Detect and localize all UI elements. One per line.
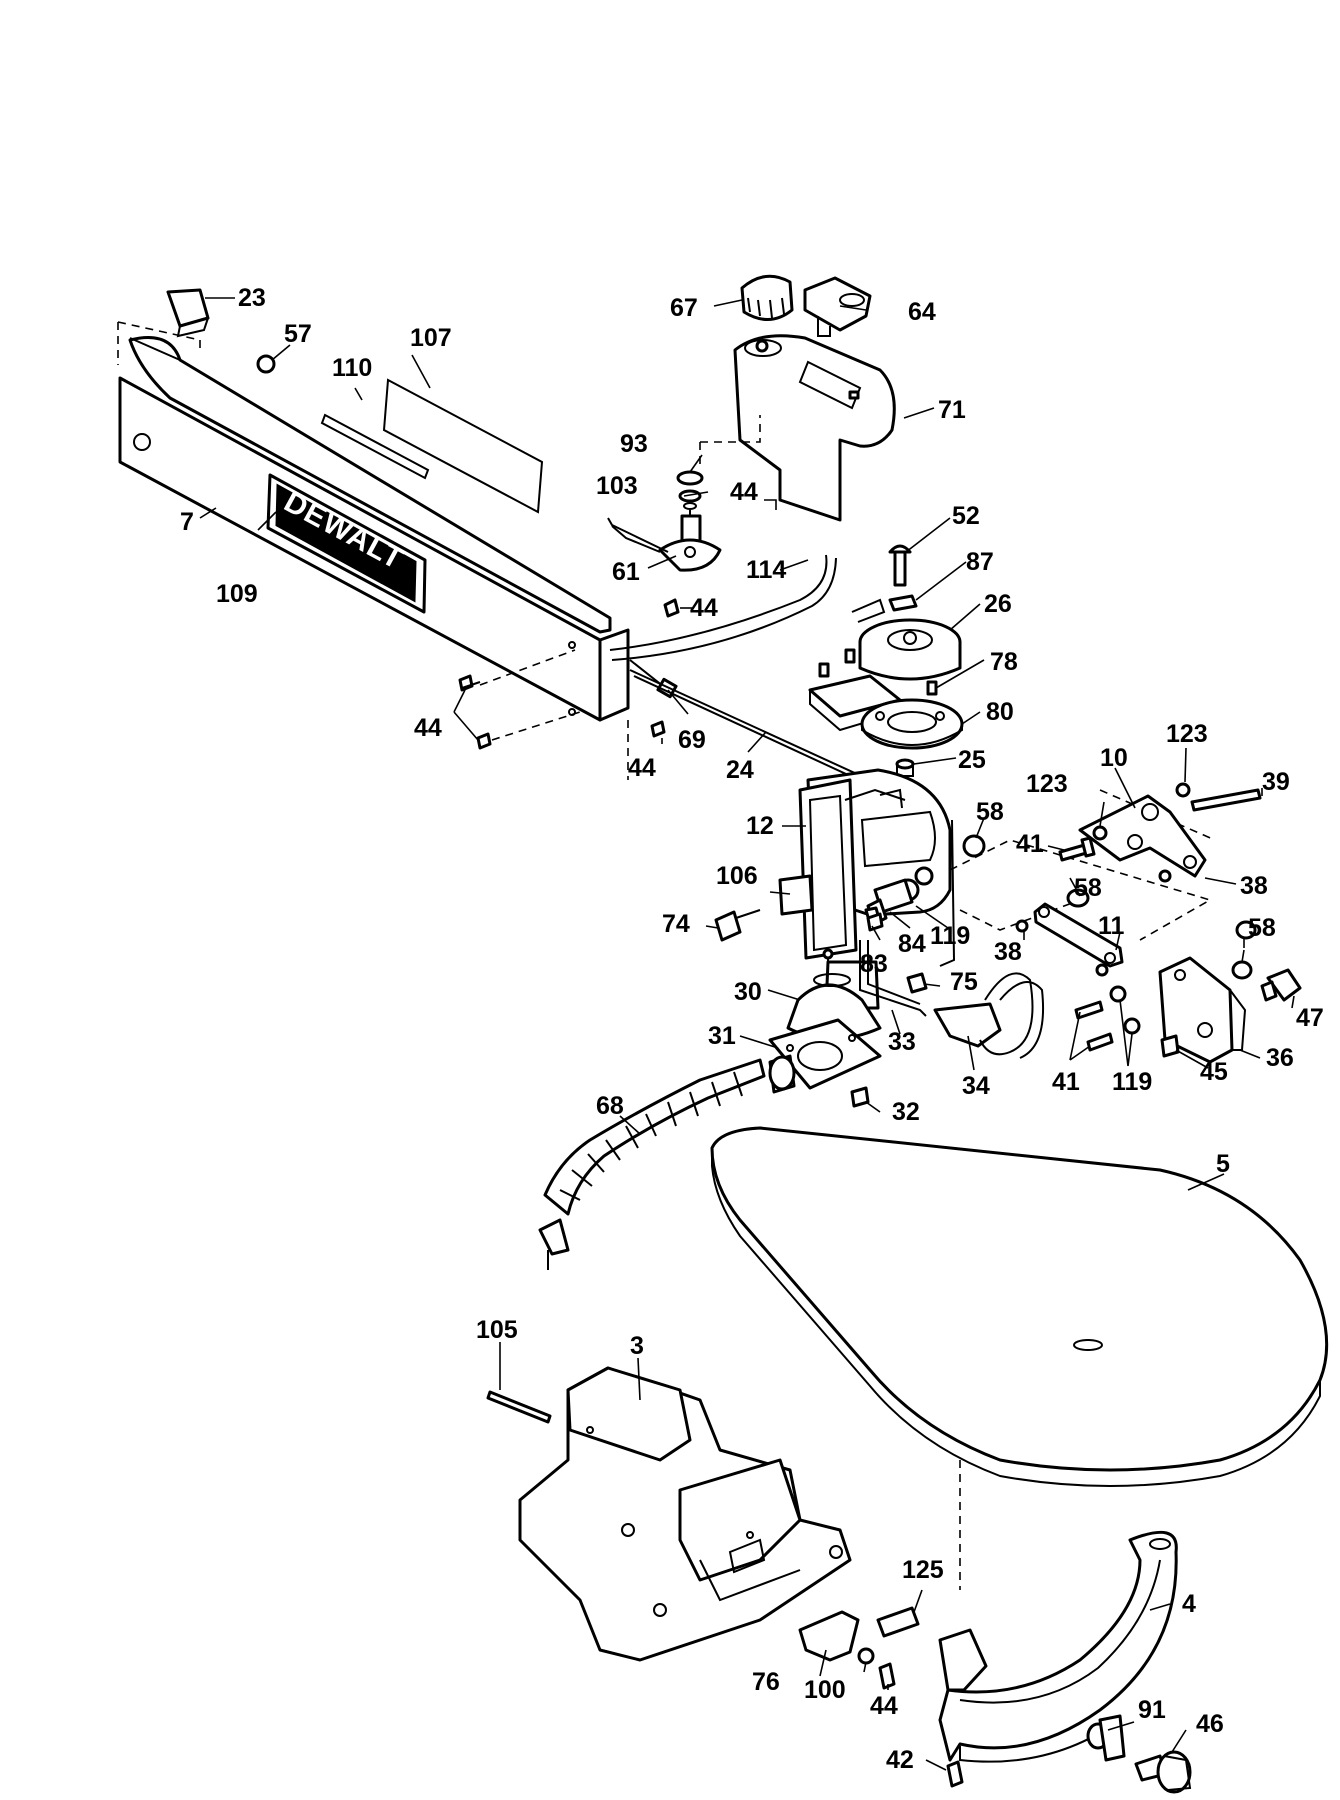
label-38-right: 38	[1240, 872, 1268, 900]
leader-lines	[199, 297, 1295, 1771]
wiring	[609, 554, 901, 809]
label-58-middle: 58	[1074, 874, 1102, 902]
label-83: 83	[860, 950, 888, 978]
label-4: 4	[1182, 1590, 1196, 1618]
label-123-top: 123	[1166, 720, 1208, 748]
label-110: 110	[332, 354, 372, 382]
label-44-arm-top: 44	[690, 594, 718, 622]
label-105: 105	[476, 1316, 518, 1344]
label-44-housing: 44	[730, 478, 758, 506]
label-39: 39	[1262, 768, 1290, 796]
link-11	[1015, 902, 1124, 977]
link-assembly-10	[1078, 782, 1262, 883]
label-125: 125	[902, 1556, 944, 1584]
label-26: 26	[984, 590, 1012, 618]
part-labels: 23 57 110 107 7 109 44 44 44 69 24 67 64…	[180, 284, 1324, 1774]
label-44-base: 44	[870, 1692, 898, 1720]
part-34-shape	[933, 972, 1045, 1059]
label-5: 5	[1216, 1150, 1230, 1178]
label-24: 24	[726, 756, 754, 784]
label-84: 84	[898, 930, 926, 958]
label-71: 71	[938, 396, 966, 424]
label-80: 80	[986, 698, 1014, 726]
part-125-shape	[876, 1606, 920, 1638]
label-61: 61	[612, 558, 640, 586]
label-75: 75	[950, 968, 978, 996]
mounting-plate-group	[808, 674, 964, 777]
arm-assembly: DEWALT	[117, 288, 680, 780]
label-41-bottom: 41	[1052, 1068, 1080, 1096]
part-105-shape	[486, 1390, 552, 1424]
label-114: 114	[746, 556, 786, 584]
label-106: 106	[716, 862, 758, 890]
cover-31	[768, 1018, 882, 1094]
tilt-arc-4	[938, 1530, 1178, 1763]
part-67-shape	[740, 274, 794, 321]
label-57: 57	[284, 320, 312, 348]
label-38-left: 38	[994, 938, 1022, 966]
label-123-left: 123	[1026, 770, 1068, 798]
label-74: 74	[662, 910, 690, 938]
label-33: 33	[888, 1028, 916, 1056]
label-34: 34	[962, 1072, 990, 1100]
label-76: 76	[752, 1668, 780, 1696]
table-5	[710, 1126, 1329, 1590]
upper-housing	[699, 274, 896, 522]
label-100: 100	[804, 1676, 846, 1704]
label-10: 10	[1100, 744, 1128, 772]
label-41-top: 41	[1016, 830, 1044, 858]
label-45: 45	[1200, 1058, 1228, 1086]
blade-clamp-group	[818, 544, 962, 696]
main-housing-12	[798, 768, 1216, 967]
flex-hose-68	[538, 1058, 766, 1270]
label-25: 25	[958, 746, 986, 774]
part-106-shape	[778, 874, 814, 916]
label-93: 93	[620, 430, 648, 458]
label-32: 32	[892, 1098, 920, 1126]
label-68: 68	[596, 1092, 624, 1120]
label-7: 7	[180, 508, 194, 536]
label-23: 23	[238, 284, 266, 312]
base-3	[518, 1366, 852, 1662]
label-31: 31	[708, 1022, 736, 1050]
part-64-shape	[803, 276, 872, 332]
label-44-arm-bottom: 44	[628, 754, 656, 782]
label-64: 64	[908, 298, 936, 326]
label-44-arm-left: 44	[414, 714, 442, 742]
part-23-shape	[166, 288, 210, 328]
label-11: 11	[1098, 912, 1125, 940]
label-58-housing: 58	[976, 798, 1004, 826]
label-46: 46	[1196, 1710, 1224, 1738]
label-58-right: 58	[1248, 914, 1276, 942]
label-103: 103	[596, 472, 638, 500]
label-52: 52	[952, 502, 980, 530]
label-119-top: 119	[930, 922, 970, 950]
dust-boot-30	[786, 948, 882, 1041]
label-30: 30	[734, 978, 762, 1006]
label-42: 42	[886, 1746, 914, 1774]
label-107: 107	[410, 324, 452, 352]
switch-assembly-61	[607, 470, 722, 572]
label-36: 36	[1266, 1044, 1294, 1072]
label-109: 109	[216, 580, 258, 608]
label-78: 78	[990, 648, 1018, 676]
label-67: 67	[670, 294, 698, 322]
label-3: 3	[630, 1332, 644, 1360]
part-76-shape	[798, 1610, 860, 1662]
label-47: 47	[1296, 1004, 1324, 1032]
label-12: 12	[746, 812, 774, 840]
label-91: 91	[1138, 1696, 1166, 1724]
label-119-bottom: 119	[1112, 1068, 1152, 1096]
label-69: 69	[678, 726, 706, 754]
label-87: 87	[966, 548, 994, 576]
